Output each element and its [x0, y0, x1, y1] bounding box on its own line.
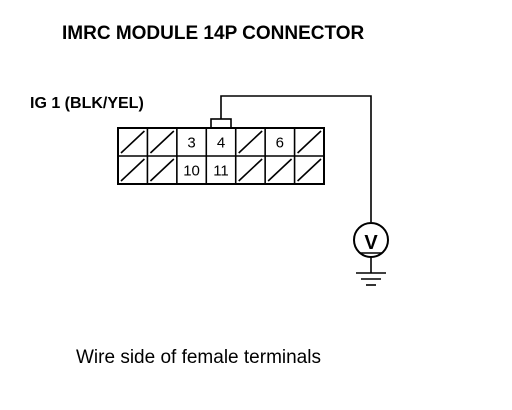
connector-cell-top-3: 3 [176, 128, 196, 156]
diagram-title: IMRC MODULE 14P CONNECTOR [62, 23, 365, 44]
connector-cell-top-6: 6 [264, 128, 284, 156]
connector-14p: 3 4 6 10 11 [117, 118, 325, 185]
empty-cavity-mark [149, 158, 175, 182]
connector-cell-bottom-3: 10 [176, 156, 200, 184]
connector-cell-top-5 [234, 128, 263, 156]
pin-number: 11 [213, 163, 229, 180]
connector-cell-bottom-2 [146, 156, 175, 184]
connector-cell-top-2 [146, 128, 175, 156]
connector-cell-bottom-4: 11 [205, 156, 229, 184]
empty-cavity-mark [120, 130, 145, 154]
connector-cell-top-4: 4 [205, 128, 225, 156]
connector-lock-tab [210, 118, 232, 129]
pin-number: 6 [276, 135, 284, 152]
pin-number: 4 [217, 135, 225, 152]
pin-number: 3 [187, 135, 195, 152]
ground-icon [356, 272, 386, 286]
empty-cavity-mark [149, 130, 175, 154]
empty-cavity-mark [238, 158, 263, 182]
voltmeter: V [353, 222, 389, 258]
empty-cavity-mark [238, 130, 263, 154]
diagram-caption: Wire side of female terminals [76, 347, 321, 368]
empty-cavity-mark [267, 158, 293, 182]
pin-number: 10 [183, 163, 200, 180]
connector-cell-bottom-1 [120, 158, 145, 182]
empty-cavity-mark [297, 130, 322, 154]
empty-cavity-mark [297, 158, 322, 182]
connector-cell-top-7 [293, 128, 322, 156]
connector-cell-bottom-7 [293, 156, 322, 184]
wire-label: IG 1 (BLK/YEL) [30, 95, 144, 112]
connector-cell-bottom-6 [264, 156, 293, 184]
voltmeter-symbol: V [364, 232, 378, 254]
empty-cavity-mark [120, 158, 145, 182]
connector-cell-bottom-5 [234, 156, 263, 184]
probe-wire [220, 95, 372, 222]
connector-cell-top-1 [120, 130, 145, 154]
